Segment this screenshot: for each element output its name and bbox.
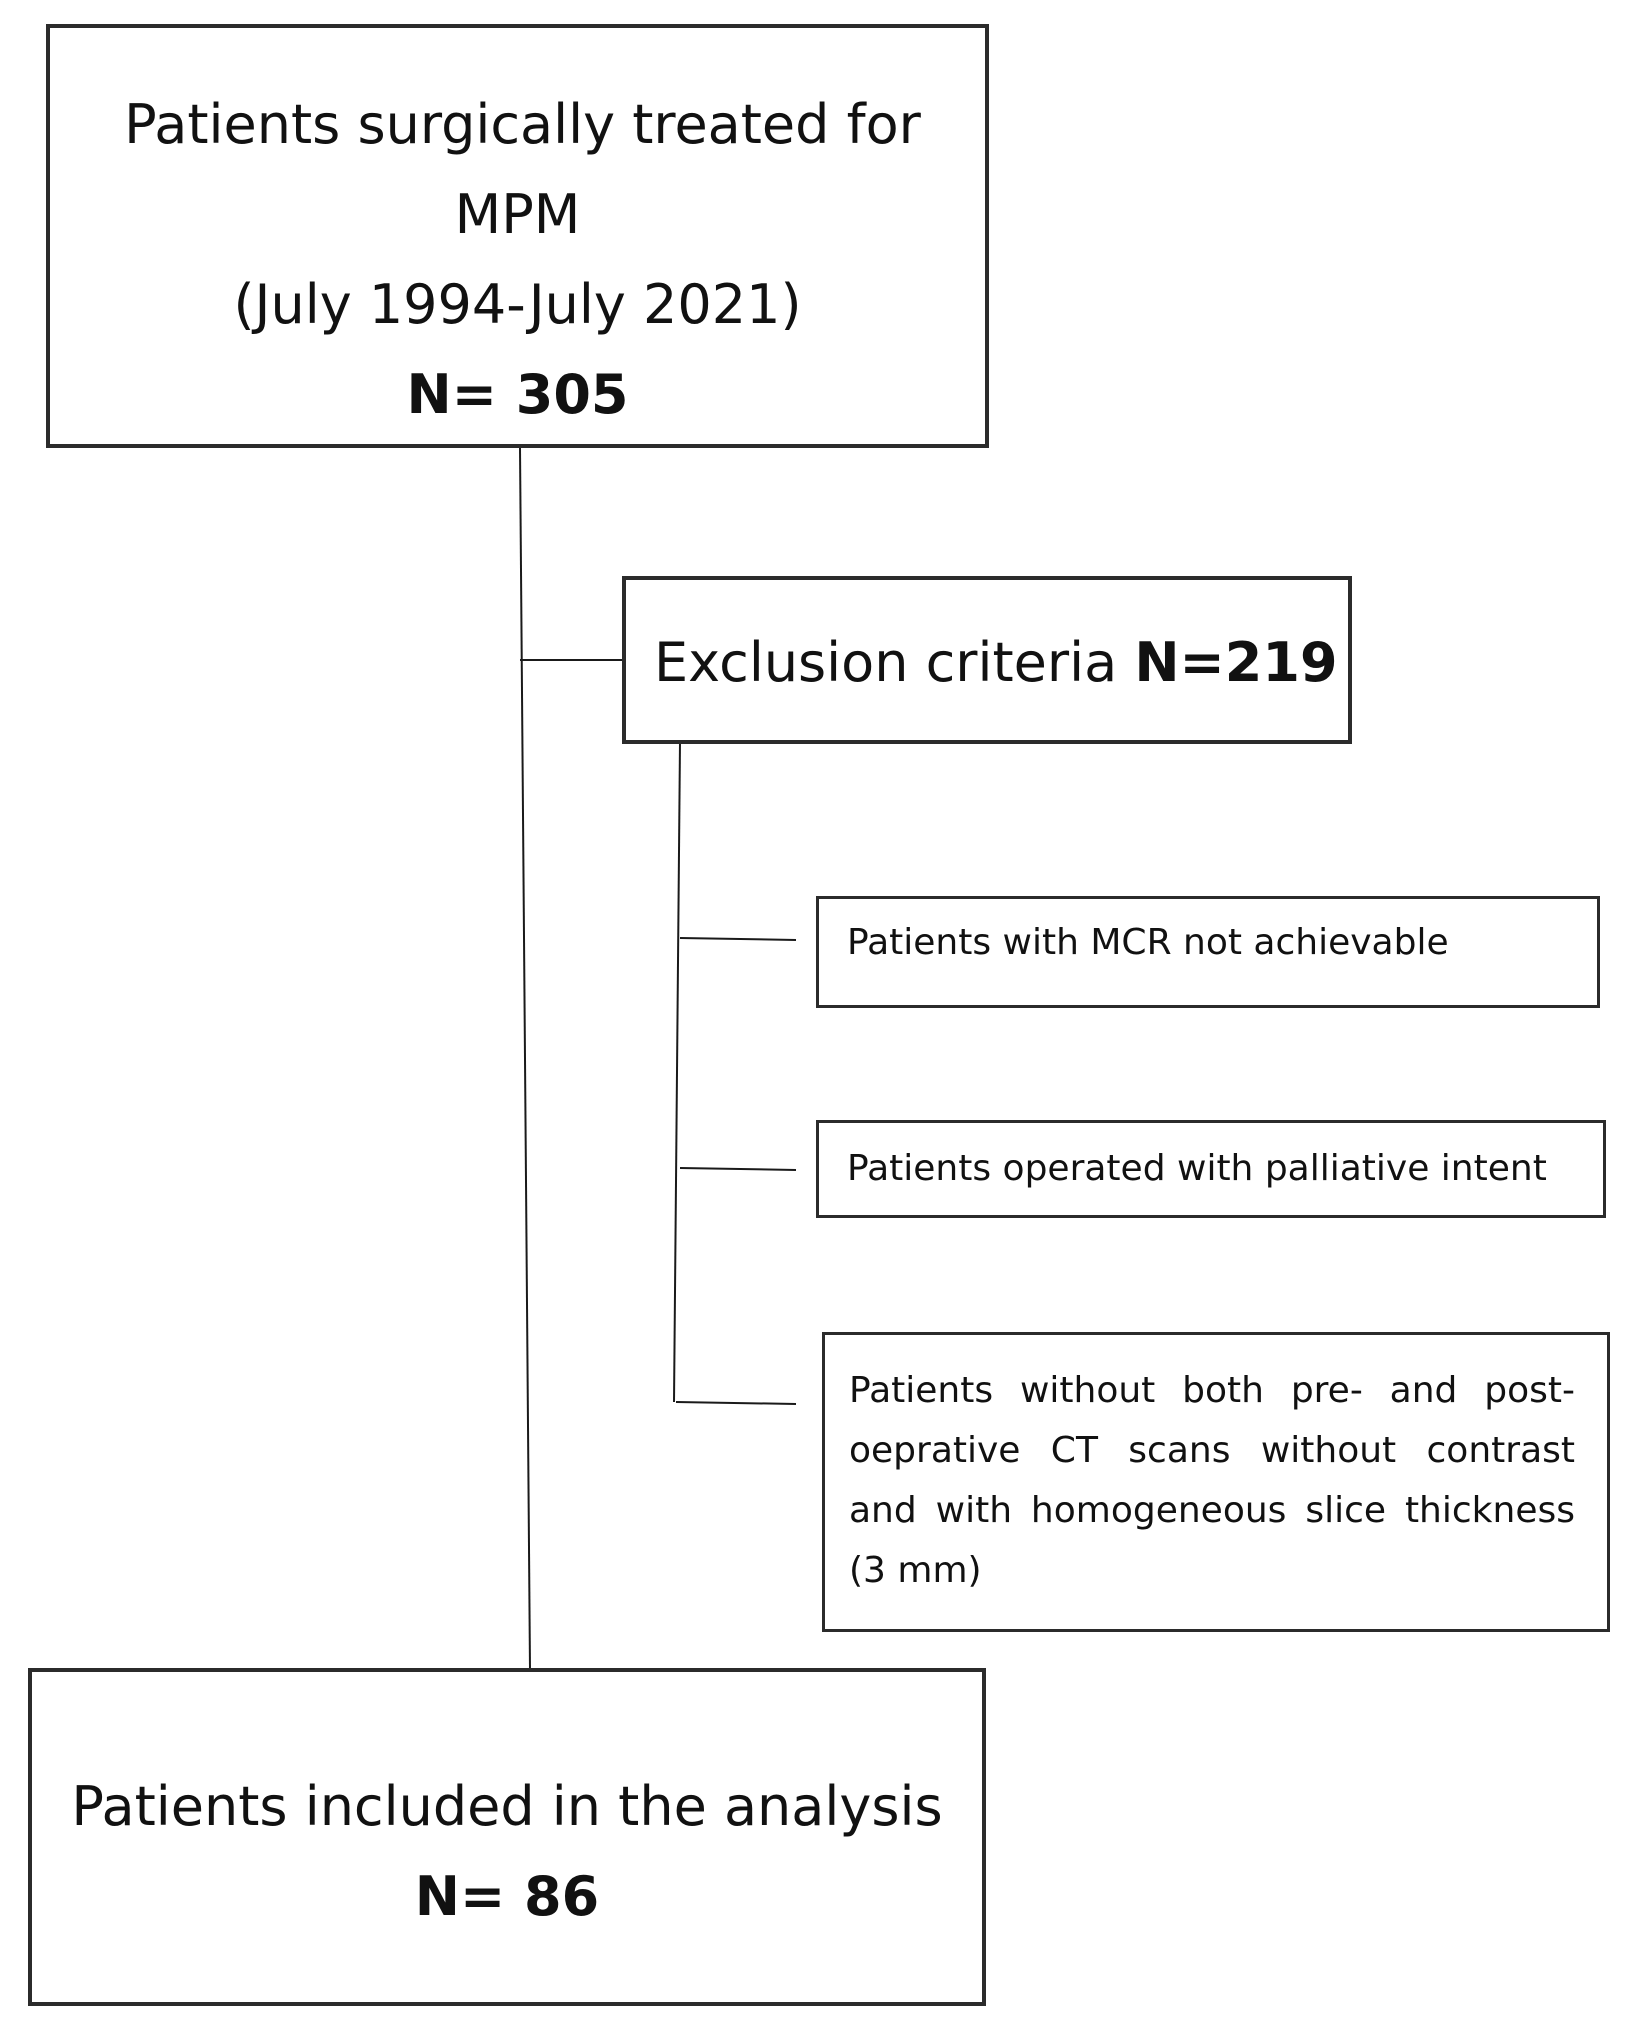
- criterion-box-mcr: Patients with MCR not achievable: [816, 896, 1600, 1008]
- exclusion-criteria-count: N=219: [1134, 631, 1338, 694]
- exclusion-criteria-box: Exclusion criteria N=219: [622, 576, 1352, 744]
- branch-to-criterion-1-line: [679, 937, 797, 941]
- main-trunk-line: [519, 447, 531, 1671]
- criterion-text-palliative: Patients operated with palliative intent: [847, 1148, 1547, 1189]
- included-patients-box: Patients included in the analysis N= 86: [28, 1668, 986, 2006]
- branch-to-criterion-3-line: [675, 1401, 797, 1405]
- source-population-box: Patients surgically treated for MPM (Jul…: [46, 24, 989, 448]
- source-population-count: N= 305: [406, 363, 629, 426]
- source-population-line-1: Patients surgically treated for: [124, 93, 921, 156]
- included-patients-count: N= 86: [414, 1865, 600, 1928]
- source-population-line-3: (July 1994-July 2021): [233, 273, 802, 336]
- source-population-line-2: MPM: [454, 183, 581, 246]
- exclusion-criteria-heading: Exclusion criteria N=219: [654, 618, 1338, 708]
- included-patients-label: Patients included in the analysis: [71, 1775, 943, 1838]
- criterion-box-ct-scans: Patients without both pre- and post-oepr…: [822, 1332, 1610, 1632]
- criterion-text-mcr: Patients with MCR not achievable: [847, 922, 1449, 963]
- included-patients-text: Patients included in the analysis N= 86: [32, 1762, 982, 1942]
- criterion-box-palliative: Patients operated with palliative intent: [816, 1120, 1606, 1218]
- exclusion-branch-line: [673, 741, 681, 1403]
- source-population-text: Patients surgically treated for MPM (Jul…: [50, 80, 985, 440]
- exclusion-criteria-label: Exclusion criteria: [654, 631, 1135, 694]
- criterion-text-ct-scans: Patients without both pre- and post-oepr…: [849, 1370, 1575, 1591]
- branch-to-criterion-2-line: [679, 1167, 797, 1171]
